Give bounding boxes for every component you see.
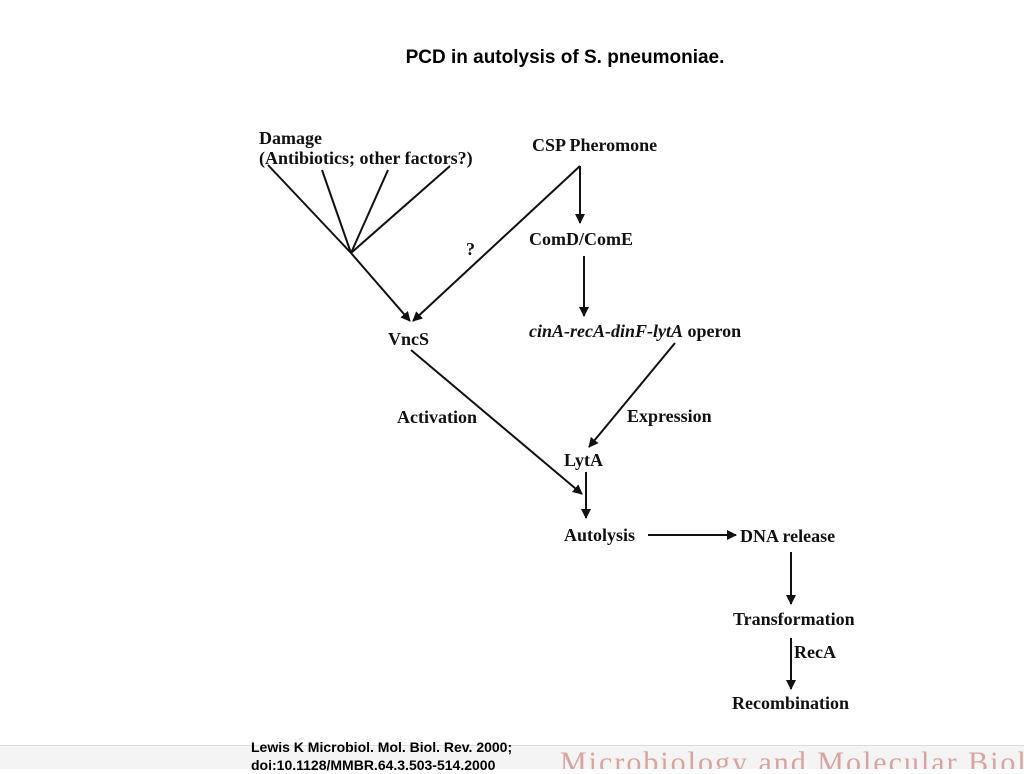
edge-label-reca: RecA xyxy=(794,642,836,662)
edge-label-question: ? xyxy=(466,239,475,259)
node-vncs: VncS xyxy=(388,329,429,349)
citation: Lewis K Microbiol. Mol. Biol. Rev. 2000;… xyxy=(251,738,512,774)
edge-csp-to-vncs xyxy=(412,165,581,322)
node-csp-pheromone: CSP Pheromone xyxy=(532,135,657,155)
node-operon-suffix: operon xyxy=(683,321,741,341)
node-autolysis: Autolysis xyxy=(564,525,635,545)
node-damage: Damage xyxy=(259,128,322,148)
damage-fan-line-4 xyxy=(350,165,451,254)
pathway-diagram: Damage (Antibiotics; other factors?) CSP… xyxy=(259,128,855,713)
edge-label-activation: Activation xyxy=(397,407,477,427)
node-dna-release: DNA release xyxy=(740,526,835,546)
diagram-title: PCD in autolysis of S. pneumoniae. xyxy=(405,47,725,68)
node-operon: cinA-recA-dinF-lytA operon xyxy=(529,321,741,341)
damage-fan-line-1 xyxy=(267,164,352,254)
node-transformation: Transformation xyxy=(733,609,855,629)
node-recombination: Recombination xyxy=(732,693,849,713)
node-comd-come: ComD/ComE xyxy=(529,229,633,249)
edge-damage-to-vncs xyxy=(350,252,411,322)
damage-fan-line-2 xyxy=(321,169,352,254)
edge-operon-to-lyta xyxy=(588,342,676,448)
node-lyta: LytA xyxy=(564,450,603,470)
damage-fan-line-3 xyxy=(350,169,389,254)
journal-logo: Microbiology and Molecular Biology Revie… xyxy=(560,746,1024,769)
citation-line-2: doi:10.1128/MMBR.64.3.503-514.2000 xyxy=(251,757,496,773)
edge-label-expression: Expression xyxy=(627,406,712,426)
citation-line-1: Lewis K Microbiol. Mol. Biol. Rev. 2000; xyxy=(251,739,513,755)
node-damage-subtitle: (Antibiotics; other factors?) xyxy=(259,148,473,169)
footer-strip: Microbiology and Molecular Biology Revie… xyxy=(0,745,1024,769)
damage-fan xyxy=(267,164,451,254)
edge-vncs-to-lyta xyxy=(410,349,583,495)
node-operon-genes: cinA-recA-dinF-lytA xyxy=(529,321,683,341)
